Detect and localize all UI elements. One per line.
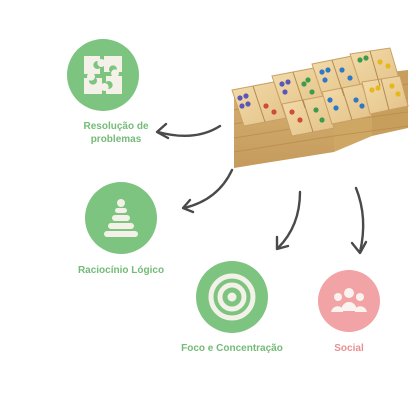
problem-solving-badge bbox=[67, 39, 139, 111]
domino-top-faces bbox=[231, 47, 409, 137]
arrow-to-problem-solving bbox=[155, 122, 222, 140]
ring-stack-icon bbox=[104, 199, 138, 237]
problem-solving-label-line2: problemas bbox=[90, 134, 142, 145]
focus-label: Foco e Concentração bbox=[181, 343, 283, 354]
arrow-to-focus bbox=[275, 190, 302, 251]
problem-solving-label: Resolução de problemas bbox=[62, 120, 170, 146]
puzzle-icon bbox=[84, 56, 122, 94]
logical-reasoning-badge bbox=[85, 182, 157, 254]
logical-reasoning-label: Raciocínio Lógico bbox=[77, 265, 165, 276]
problem-solving-label-line1: Resolução de bbox=[83, 121, 149, 132]
domino-pips bbox=[237, 55, 401, 123]
group-icon bbox=[331, 288, 367, 312]
arrow-to-logical-reasoning bbox=[181, 168, 234, 214]
social-label: Social bbox=[334, 343, 364, 354]
target-icon bbox=[208, 273, 256, 321]
arrow-to-social bbox=[350, 186, 368, 255]
focus-badge bbox=[196, 261, 268, 333]
social-badge bbox=[318, 270, 380, 332]
wooden-dominoes-image bbox=[231, 47, 409, 168]
